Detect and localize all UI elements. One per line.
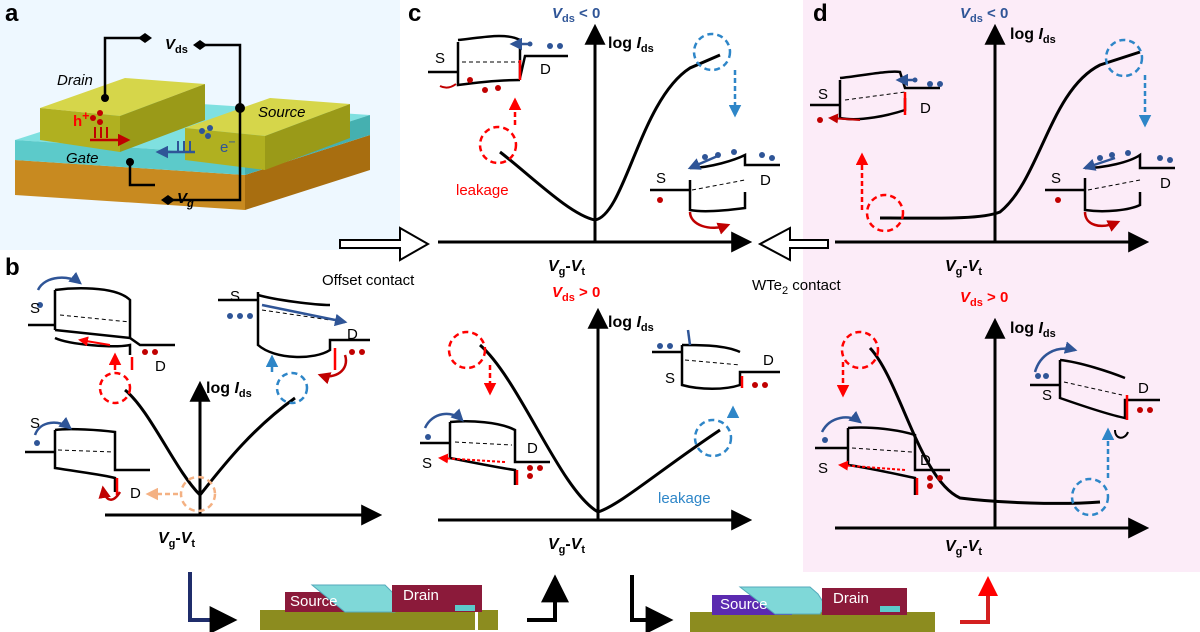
c-top-leakage-label: leakage — [456, 182, 509, 199]
c-bottom-leakage-label: leakage — [658, 490, 711, 507]
c-bottom-band1-d: D — [527, 440, 538, 457]
c-top-band2-d: D — [760, 172, 771, 189]
b-curve — [124, 388, 296, 498]
d-bottom-band2-s: S — [1042, 387, 1053, 404]
c-bottom-band2-d: D — [763, 352, 774, 369]
c-top-band2-s: S — [656, 170, 667, 187]
panel-d-top-plot — [810, 23, 1175, 253]
c-bottom-x-axis-label: Vg-Vt — [548, 536, 586, 557]
schematic1-source-label: Source — [290, 593, 338, 610]
b-band2-s: S — [230, 288, 241, 305]
d-top-band2-d: D — [1160, 175, 1171, 192]
d-bottom-condition: Vds > 0 — [960, 289, 1009, 309]
panel-label-a: a — [5, 0, 19, 27]
d-top-band1-d: D — [920, 100, 931, 117]
c-bottom-band1-s: S — [422, 455, 433, 472]
c-top-band1-d: D — [540, 61, 551, 78]
source-label: Source — [258, 104, 306, 121]
d-bottom-band2-d: D — [1138, 380, 1149, 397]
schematic2-source-label: Source — [720, 596, 768, 613]
b-band3-s: S — [30, 415, 41, 432]
b-band3-d: D — [130, 485, 141, 502]
bottom-schematics — [188, 572, 998, 632]
wte2-contact-arrow — [757, 226, 829, 262]
d-top-band1-s: S — [818, 86, 829, 103]
panel-label-d: d — [813, 0, 828, 27]
c-bottom-y-axis-label: log Ids — [608, 314, 654, 335]
panel-b-plot — [25, 271, 383, 526]
d-top-y-axis-label: log Ids — [1010, 26, 1056, 47]
d-bottom-x-axis-label: Vg-Vt — [945, 538, 983, 559]
schematic2-drain-label: Drain — [833, 590, 869, 607]
c-top-band1-s: S — [435, 50, 446, 67]
schematic1-drain-label: Drain — [403, 587, 439, 604]
c-bottom-condition: Vds > 0 — [552, 284, 601, 304]
panel-d-bottom-plot — [815, 317, 1160, 539]
device-schematic — [15, 33, 370, 210]
offset-contact-label: Offset contact — [322, 272, 415, 289]
d-top-condition: Vds < 0 — [960, 5, 1009, 25]
b-y-axis-label: log Ids — [206, 380, 252, 401]
d-bottom-band1-s: S — [818, 460, 829, 477]
panel-d-background — [803, 0, 1200, 572]
b-band1-s: S — [30, 300, 41, 317]
c-bottom-band2-s: S — [665, 370, 676, 387]
panel-label-b: b — [5, 254, 20, 281]
c-top-condition: Vds < 0 — [552, 5, 601, 25]
d-bottom-y-axis-label: log Ids — [1010, 320, 1056, 341]
d-top-x-axis-label: Vg-Vt — [945, 258, 983, 279]
wte2-contact-label: WTe2 contact — [752, 277, 841, 297]
b-band2-d: D — [347, 326, 358, 343]
panel-label-c: c — [408, 0, 422, 27]
b-x-axis-label: Vg-Vt — [158, 530, 196, 551]
d-top-band2-s: S — [1051, 170, 1062, 187]
panel-c-top-plot — [428, 23, 780, 253]
b-band1-d: D — [155, 358, 166, 375]
vds-device-label: Vds — [165, 36, 188, 56]
c-top-x-axis-label: Vg-Vt — [548, 258, 586, 279]
panel-c-bottom-plot — [420, 307, 780, 531]
c-top-y-axis-label: log Ids — [608, 35, 654, 56]
hole-label: h+ — [73, 109, 90, 130]
electron-label: e− — [220, 135, 236, 156]
gate-label: Gate — [66, 150, 99, 167]
drain-label: Drain — [57, 72, 93, 89]
offset-contact-arrow — [339, 226, 431, 262]
vg-device-label: Vg — [177, 190, 194, 210]
d-bottom-band1-d: D — [920, 452, 931, 469]
